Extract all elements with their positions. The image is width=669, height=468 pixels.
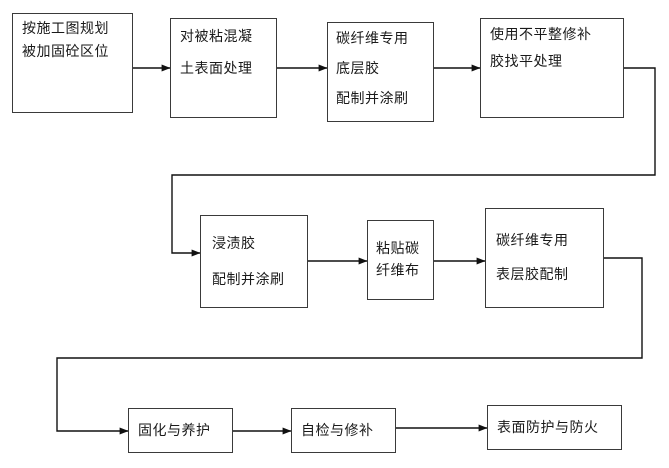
node-text-line: 碳纤维专用	[336, 31, 409, 47]
node-text-line: 配制并涂刷	[336, 91, 409, 107]
node-text-line: 对被粘混凝	[180, 29, 253, 45]
node-text-block: 碳纤维专用底层胶配制并涂刷	[328, 32, 433, 106]
process-node-3[interactable]: 碳纤维专用底层胶配制并涂刷	[327, 22, 434, 122]
node-text-line: 表面防护与防火	[497, 419, 599, 436]
process-node-1[interactable]: 按施工图规划被加固砼区位	[12, 13, 133, 113]
process-node-5[interactable]: 浸渍胶配制并涂刷	[200, 215, 308, 308]
node-text-block: 按施工图规划被加固砼区位	[13, 22, 132, 59]
process-node-4[interactable]: 使用不平整修补胶找平处理	[480, 18, 624, 118]
node-text-line: 固化与养护	[138, 422, 211, 439]
node-text-block: 对被粘混凝土表面处理	[171, 30, 276, 76]
node-text-block: 自检与修补	[292, 424, 395, 438]
node-text-block: 固化与养护	[129, 424, 232, 438]
connector-n7-to-n8	[56, 257, 643, 435]
node-text-line: 按施工图规划	[22, 21, 109, 37]
node-text-line: 碳纤维专用	[496, 233, 569, 249]
node-text-block: 碳纤维专用表层胶配制	[486, 234, 603, 282]
node-text-block: 使用不平整修补胶找平处理	[481, 28, 623, 69]
node-text-line: 被加固砼区位	[22, 44, 109, 60]
process-node-8[interactable]: 固化与养护	[128, 408, 233, 453]
node-text-line: 粘贴碳	[376, 241, 420, 257]
node-text-block: 表面防护与防火	[488, 421, 621, 435]
node-text-line: 胶找平处理	[490, 54, 563, 70]
node-text-line: 土表面处理	[180, 61, 253, 77]
process-node-10[interactable]: 表面防护与防火	[487, 405, 622, 450]
process-node-2[interactable]: 对被粘混凝土表面处理	[170, 18, 277, 118]
node-text-block: 粘贴碳纤维布	[368, 242, 433, 278]
node-text-line: 底层胶	[336, 61, 380, 77]
node-text-line: 表层胶配制	[496, 267, 569, 283]
node-text-line: 自检与修补	[301, 422, 374, 439]
node-text-line: 浸渍胶	[212, 235, 256, 252]
node-text-block: 浸渍胶配制并涂刷	[201, 237, 307, 287]
node-text-line: 配制并涂刷	[212, 271, 285, 288]
connector-n4-to-n5	[171, 67, 656, 257]
process-node-9[interactable]: 自检与修补	[291, 408, 396, 453]
process-node-7[interactable]: 碳纤维专用表层胶配制	[485, 208, 604, 308]
process-node-6[interactable]: 粘贴碳纤维布	[367, 220, 434, 300]
node-text-line: 纤维布	[376, 263, 420, 279]
node-text-line: 使用不平整修补	[490, 27, 592, 43]
